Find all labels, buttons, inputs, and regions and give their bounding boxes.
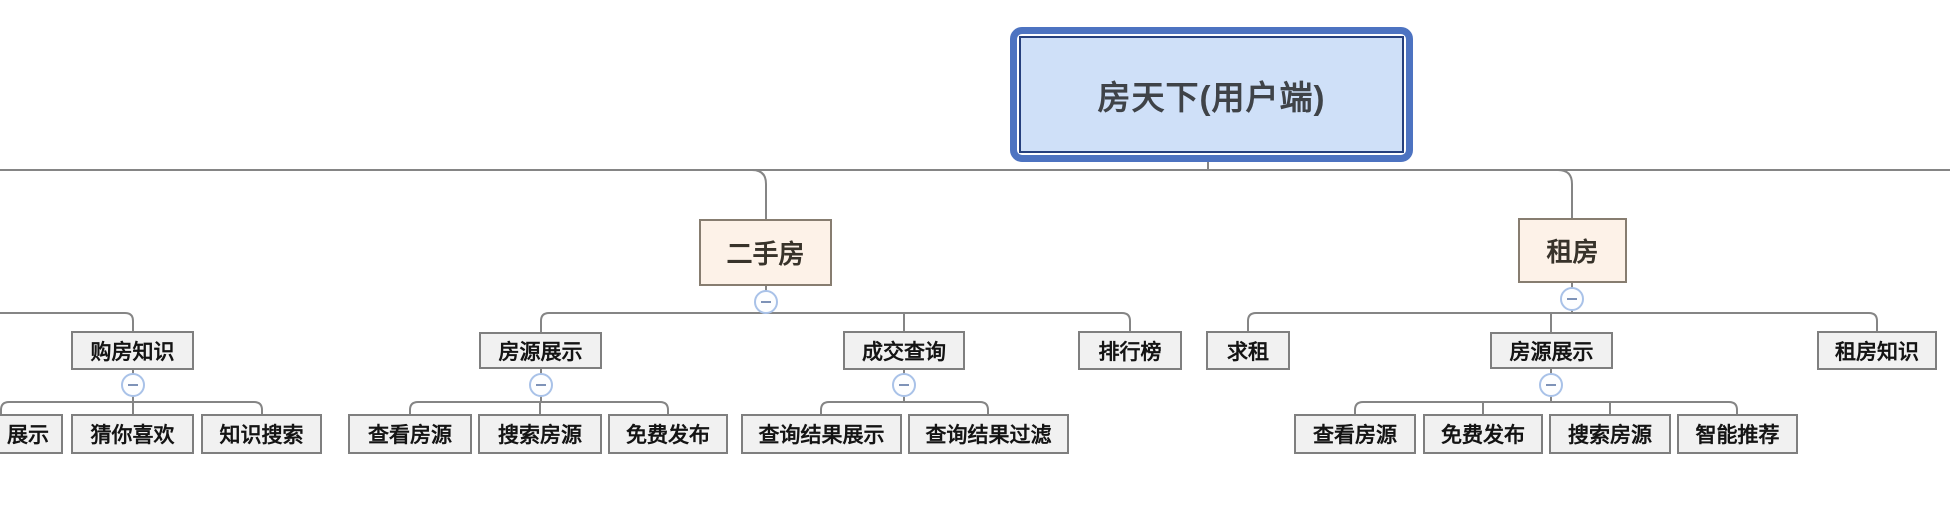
collapse-minus-icon-deal-query[interactable] xyxy=(892,373,916,397)
collapse-minus-icon-rent-listing-display[interactable] xyxy=(1539,373,1563,397)
node-sh-listing-display[interactable]: 房源展示 xyxy=(479,332,602,369)
node-display-partial[interactable]: 展示 xyxy=(0,414,63,454)
node-rent-view-listings[interactable]: 查看房源 xyxy=(1294,414,1416,454)
node-rent-search-listings[interactable]: 搜索房源 xyxy=(1549,414,1671,454)
node-guess-you-like[interactable]: 猜你喜欢 xyxy=(71,414,194,454)
node-rent-free-publish[interactable]: 免费发布 xyxy=(1423,414,1543,454)
node-sh-free-publish[interactable]: 免费发布 xyxy=(608,414,728,454)
node-query-result-display[interactable]: 查询结果展示 xyxy=(741,414,902,454)
node-secondhand-house[interactable]: 二手房 xyxy=(699,219,832,286)
collapse-minus-icon-sh-listing-display[interactable] xyxy=(529,373,553,397)
node-sh-search-listings[interactable]: 搜索房源 xyxy=(478,414,602,454)
node-rent-knowledge[interactable]: 租房知识 xyxy=(1817,331,1937,370)
node-knowledge-search[interactable]: 知识搜索 xyxy=(201,414,322,454)
node-root[interactable]: 房天下(用户端) xyxy=(1010,27,1413,162)
node-query-result-filter[interactable]: 查询结果过滤 xyxy=(908,414,1069,454)
node-buy-knowledge[interactable]: 购房知识 xyxy=(71,331,194,370)
node-deal-query[interactable]: 成交查询 xyxy=(843,331,965,370)
node-ranking[interactable]: 排行榜 xyxy=(1078,331,1182,370)
collapse-minus-icon-buy-knowledge[interactable] xyxy=(121,373,145,397)
node-sh-view-listings[interactable]: 查看房源 xyxy=(348,414,472,454)
node-rent-listing-display[interactable]: 房源展示 xyxy=(1490,332,1613,369)
node-rent-house[interactable]: 租房 xyxy=(1518,218,1627,283)
node-root-label: 房天下(用户端) xyxy=(1019,36,1404,153)
node-seek-rent[interactable]: 求租 xyxy=(1206,331,1290,370)
collapse-minus-icon-secondhand[interactable] xyxy=(754,290,778,314)
collapse-minus-icon-rent[interactable] xyxy=(1560,287,1584,311)
node-smart-recommend[interactable]: 智能推荐 xyxy=(1677,414,1798,454)
